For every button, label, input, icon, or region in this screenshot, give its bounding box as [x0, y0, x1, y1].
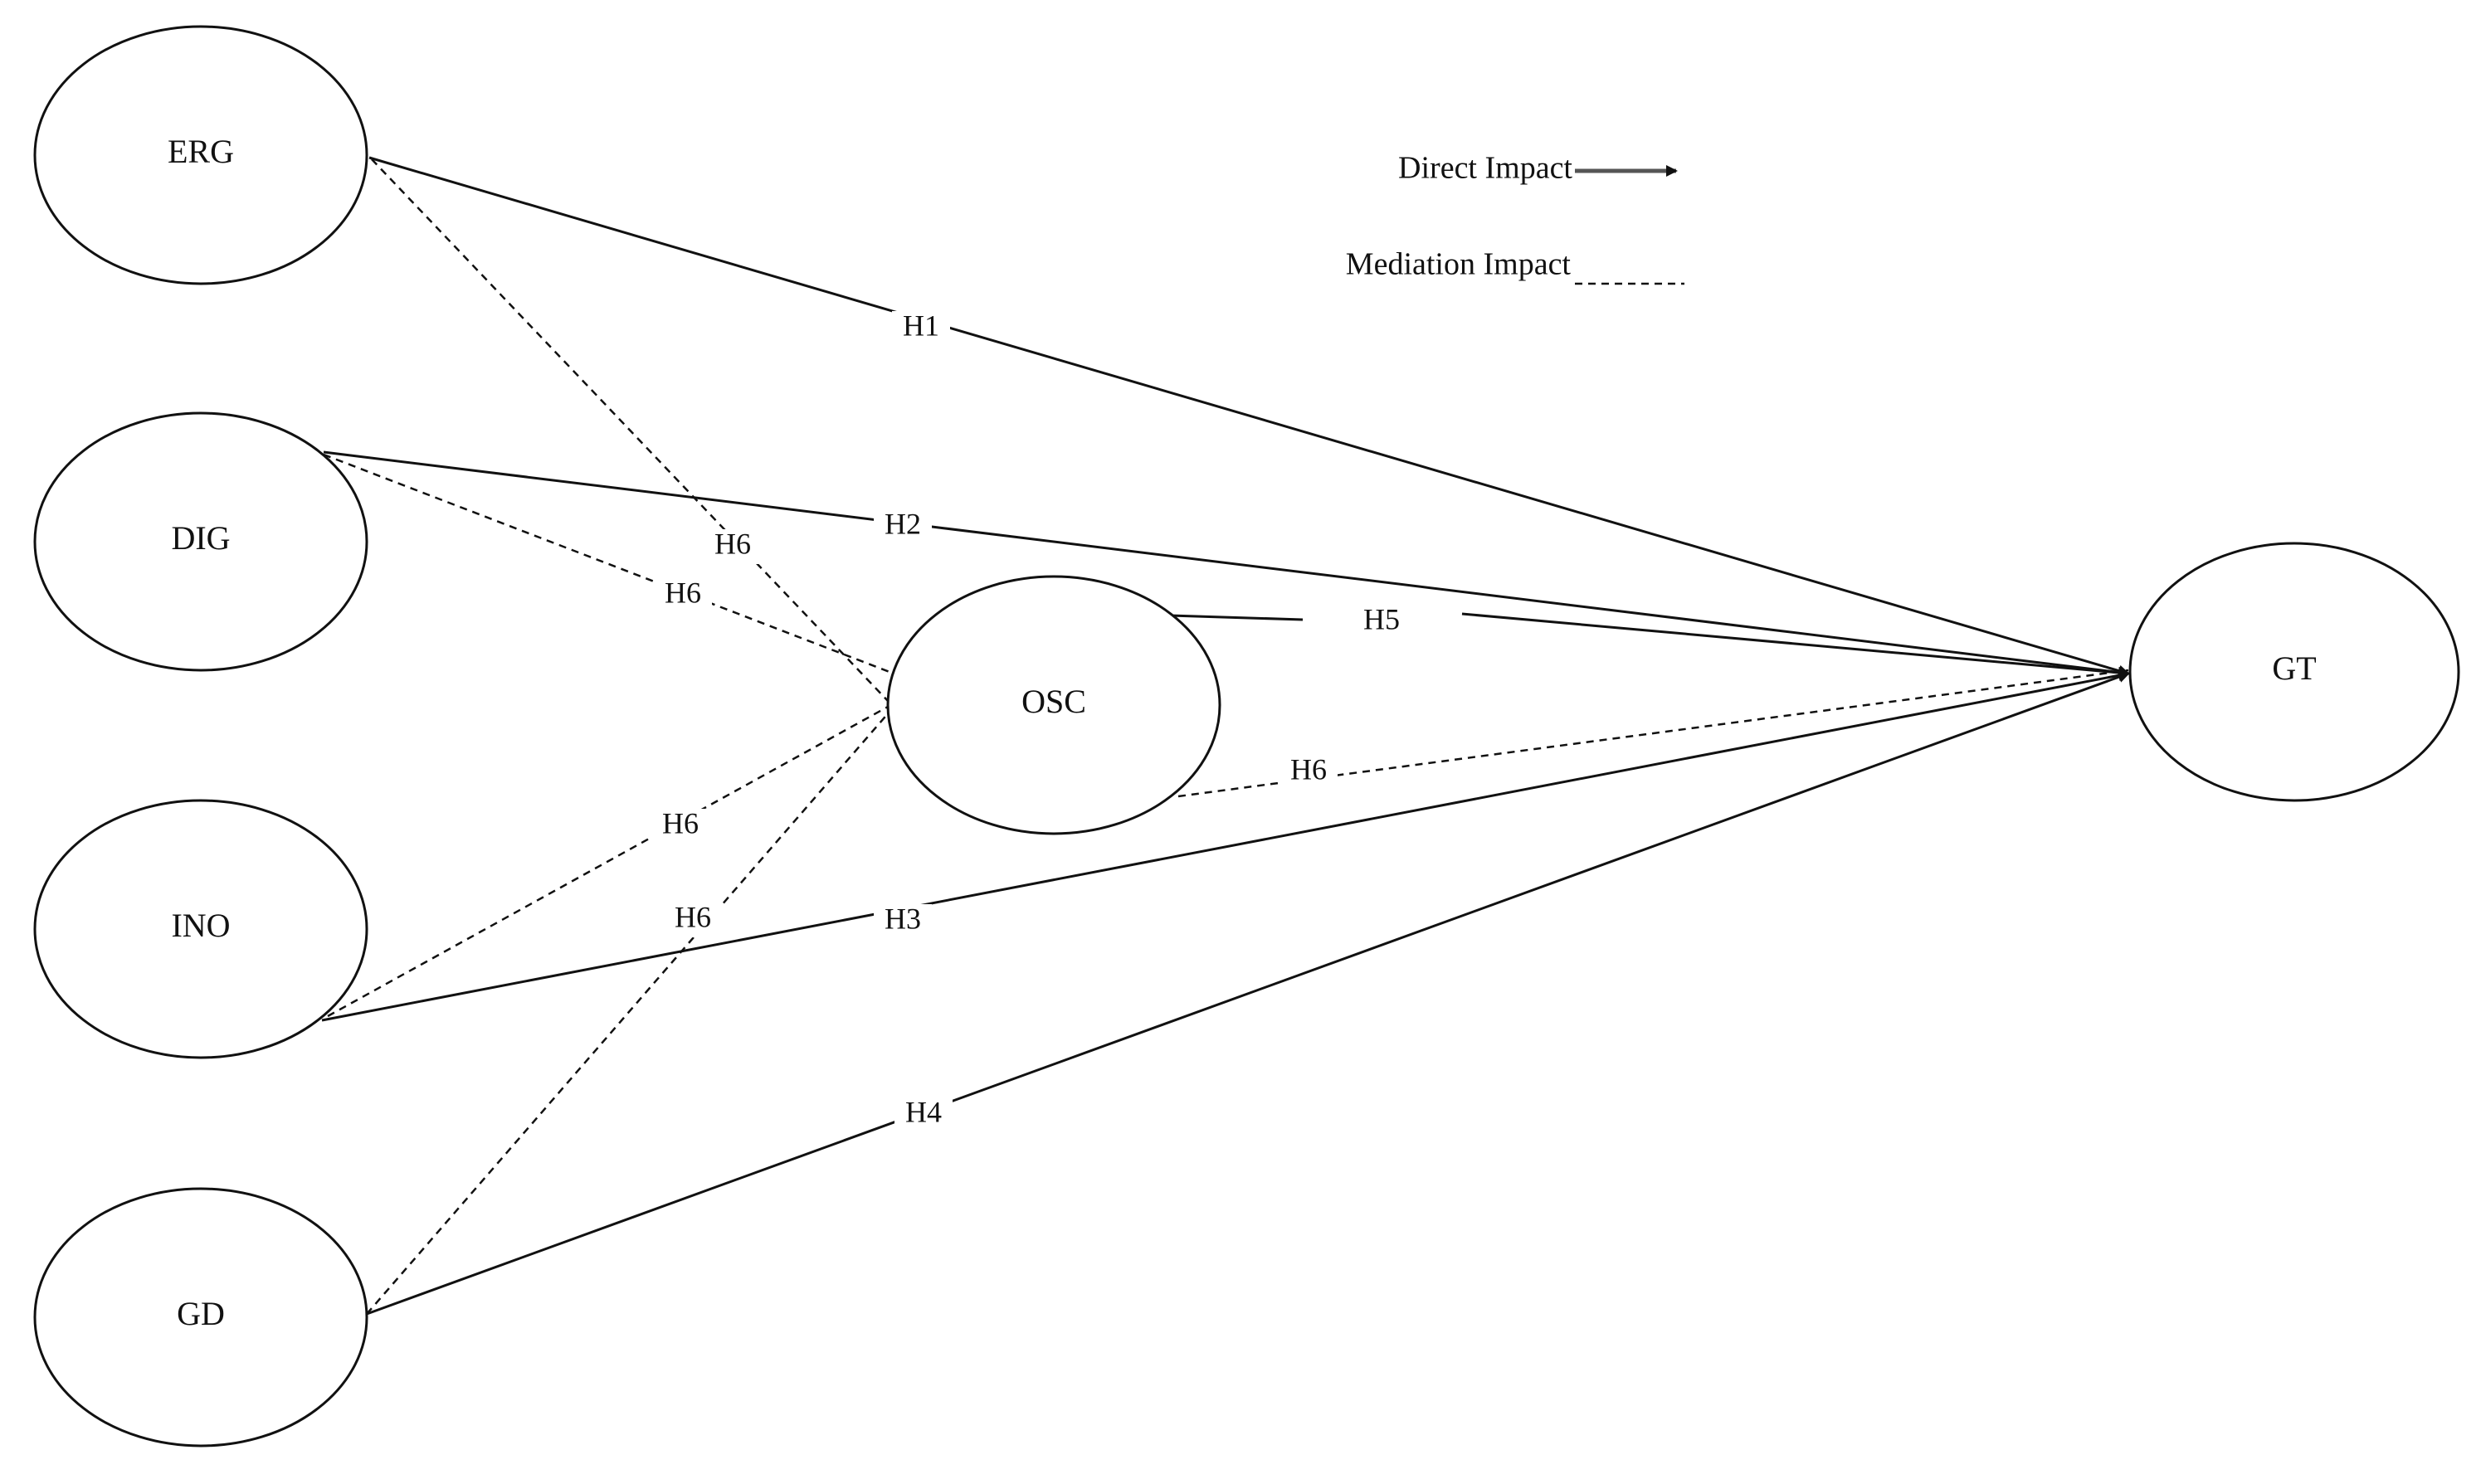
edge-h5-line-a — [1169, 614, 1304, 621]
node-gd-label: GD — [177, 1295, 225, 1332]
node-gd: GD — [33, 1187, 368, 1448]
node-ino: INO — [33, 799, 368, 1059]
edge-h3-label: H3 — [885, 902, 921, 935]
edge-h1-label: H1 — [903, 309, 939, 342]
legend-mediation-label: Mediation Impact — [1346, 247, 1572, 282]
edge-h2-label: H2 — [885, 507, 921, 540]
node-dig: DIG — [33, 411, 368, 672]
edge-h1-line — [368, 156, 2130, 677]
edge-h6-ino-line — [327, 705, 889, 1018]
node-dig-label: DIG — [171, 519, 230, 557]
edge-h2-line — [323, 450, 2130, 679]
node-gt-label: GT — [2272, 650, 2316, 687]
legend: Direct Impact Mediation Impact — [1346, 151, 1684, 285]
edge-h6-gd-label: H6 — [675, 900, 711, 933]
node-erg: ERG — [33, 25, 368, 285]
edge-h6-erg-line — [371, 158, 889, 702]
node-gt: GT — [2128, 542, 2460, 802]
edge-h3-line — [321, 669, 2130, 1022]
node-osc: OSC — [886, 575, 1221, 835]
edge-h4-line — [366, 671, 2130, 1316]
edge-h6-osc-label: H6 — [1290, 752, 1327, 786]
edge-h4-label: H4 — [905, 1095, 942, 1128]
edge-h6-dig-label: H6 — [665, 576, 701, 609]
edge-h5-line-b — [1461, 612, 2130, 679]
edge-h6-dig-line — [323, 453, 890, 674]
node-ino-label: INO — [171, 907, 230, 944]
edge-h6-erg-label: H6 — [714, 527, 751, 560]
legend-direct-label: Direct Impact — [1398, 151, 1572, 186]
edge-h5-label: H5 — [1363, 602, 1400, 635]
edge-h6-ino-label: H6 — [662, 806, 699, 839]
node-osc-label: OSC — [1021, 683, 1086, 720]
edge-h6-gd-line — [366, 711, 890, 1315]
node-erg-label: ERG — [168, 133, 234, 170]
